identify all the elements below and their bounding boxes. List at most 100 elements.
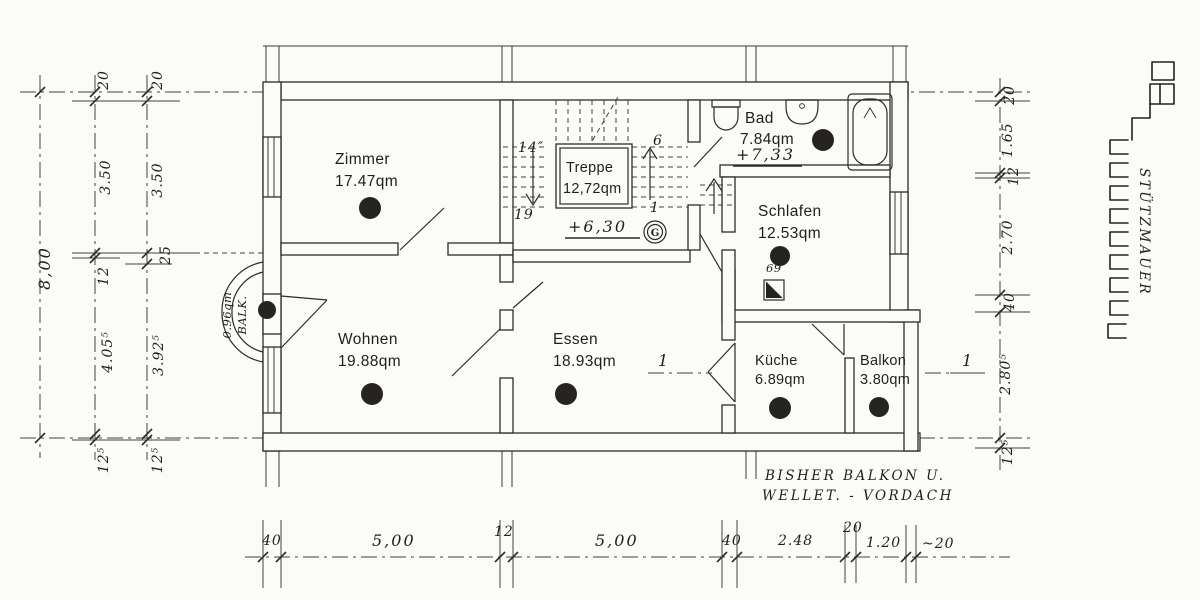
toilet-icon [711, 99, 741, 131]
stairwell-box: Treppe 12,72qm [555, 143, 633, 209]
dim-b-1: 5,00 [372, 531, 416, 550]
dim-left-total: 8,00 [35, 246, 54, 290]
dim-r-5: 2.80⁵ [998, 353, 1014, 396]
dim-li-0: 20 [96, 70, 112, 91]
room-area-zimmer: 17.47qm [335, 173, 398, 190]
bay-area-label: 0.96qm [220, 292, 234, 339]
right-ticks [994, 86, 1006, 454]
stair-treads-right [632, 146, 688, 208]
dim-b-7: 1.20 [866, 535, 901, 551]
retaining-wall-label: STÜTZMAUER [1136, 168, 1153, 296]
window-wohnen-left [262, 346, 282, 414]
chimney-icon [763, 279, 785, 301]
section-marks: 1 1 [648, 351, 985, 374]
bay-point-marker [258, 301, 276, 319]
zimmer-door-leaf [399, 207, 445, 251]
balkon-door-leaf [811, 323, 845, 356]
windows [262, 136, 909, 414]
dim-lo-2: 25 [158, 245, 174, 266]
dimensions-right: 20 1.65 12 2.70 40 2.80⁵ 12⁵ [975, 85, 1030, 465]
stair-number-14: 14″ [518, 140, 544, 156]
landing-steps [700, 177, 732, 214]
stairs: 14″ 19 6 1 Treppe 12,72qm [503, 96, 732, 223]
bay-label: BALK. [235, 295, 249, 335]
balkon-point-marker [869, 397, 889, 417]
roof-outline [263, 45, 908, 487]
bad-door-leaf [693, 136, 723, 168]
dim-b-4: 40 [721, 533, 742, 549]
bay-balcony: BALK. 0.96qm [220, 261, 276, 363]
bay-door-leaf [280, 295, 328, 301]
dim-lo-0: 20 [150, 70, 166, 91]
stair-treads-left [503, 146, 545, 208]
note-line1: BISHER BALKON U. [764, 468, 946, 484]
stair-number-6: 6 [653, 133, 663, 149]
room-area-balkon: 3.80qm [860, 372, 910, 388]
stair-treads-top [555, 100, 629, 145]
dim-b-8: ~20 [922, 536, 955, 552]
stair-walk-line [587, 96, 619, 149]
room-name-bad: Bad [745, 110, 774, 127]
dimensions-left: 8,00 20 3.50 12 4.05⁵ 12⁵ 20 3.50 25 3.9… [34, 70, 263, 473]
dim-lo-3: 3.92⁵ [151, 334, 167, 376]
sink-icon [785, 99, 819, 125]
level-bad: +7,33 [736, 145, 795, 164]
room-name-treppe: Treppe [566, 160, 613, 176]
room-area-essen: 18.93qm [553, 353, 616, 370]
wohnen-door-leaf [451, 328, 501, 377]
dim-b-5: 2.48 [777, 533, 813, 549]
dim-li-4: 12⁵ [96, 447, 112, 473]
essen-point-marker [555, 383, 577, 405]
dim-b-6: 20 [842, 520, 863, 536]
stair-number-1: 1 [650, 200, 660, 216]
zimmer-point-marker [359, 197, 381, 219]
schlafen-door-leaf [699, 233, 723, 273]
dim-lo-1: 3.50 [150, 162, 166, 197]
kueche-point-marker [769, 397, 791, 419]
stair-number-19: 19 [514, 207, 534, 223]
dim-b-0: 40 [261, 533, 282, 549]
level-marks: +6,30 +7,33 G [565, 145, 802, 244]
schlafen-number: 69 [766, 261, 782, 275]
dim-r-1: 1.65 [1000, 122, 1016, 157]
handwritten-notes: BISHER BALKON U. WELLET. - VORDACH [762, 468, 954, 504]
kueche-double-door [707, 342, 736, 403]
dim-li-1: 3.50 [98, 159, 114, 194]
note-line2: WELLET. - VORDACH [762, 488, 954, 504]
room-name-schlafen: Schlafen [758, 203, 822, 220]
dim-r-4: 40 [1002, 292, 1018, 313]
room-name-zimmer: Zimmer [335, 151, 390, 168]
room-area-treppe: 12,72qm [563, 181, 622, 197]
dim-li-3: 4.05⁵ [100, 331, 116, 374]
bathtub-icon [847, 93, 893, 171]
bottom-guides [262, 520, 917, 588]
left-ticks [34, 86, 153, 446]
room-area-kueche: 6.89qm [755, 372, 805, 388]
room-area-schlafen: 12.53qm [758, 225, 821, 242]
essen-door-leaf [512, 281, 544, 309]
room-name-kueche: Küche [755, 353, 798, 369]
bathroom-fixtures [711, 93, 893, 171]
bottom-ticks [257, 551, 922, 563]
bad-point-marker [812, 129, 834, 151]
section-mark-left: 1 [658, 351, 670, 370]
window-schlafen-right [889, 191, 909, 255]
stair-arrow-up [642, 146, 658, 200]
room-area-bad: 7.84qm [740, 131, 794, 148]
room-name-wohnen: Wohnen [338, 331, 398, 348]
dim-lo-4: 12⁵ [150, 447, 166, 473]
dimensions-bottom: 40 5,00 12 5,00 40 2.48 20 1.20 ~20 [257, 520, 955, 588]
dim-r-0: 20 [1002, 85, 1018, 106]
gas-meter-letter: G [651, 228, 660, 239]
schlafen-point-marker [770, 246, 790, 266]
room-area-wohnen: 19.88qm [338, 353, 401, 370]
dim-b-3: 5,00 [595, 531, 639, 550]
room-name-essen: Essen [553, 331, 598, 348]
level-stairwell: +6,30 [568, 217, 627, 236]
dim-r-2: 12 [1006, 166, 1022, 186]
wohnen-point-marker [361, 383, 383, 405]
retaining-wall-sketch: STÜTZMAUER [1107, 61, 1175, 339]
dim-li-2: 12 [96, 266, 112, 286]
